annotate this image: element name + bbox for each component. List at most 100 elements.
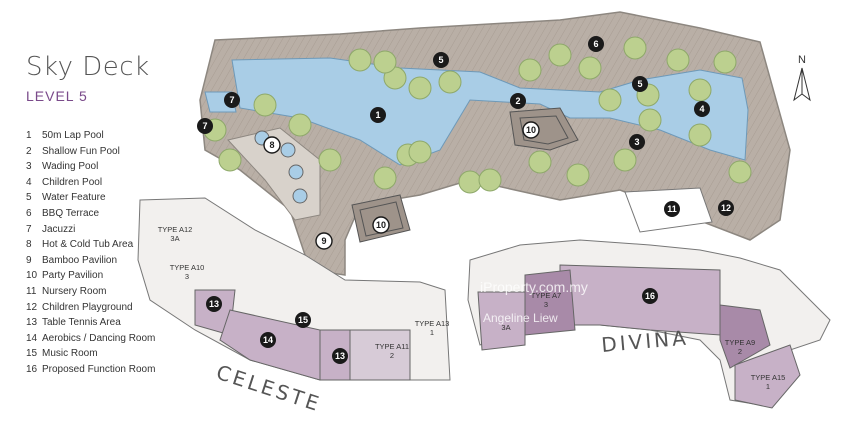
legend-item-label: Children Playground: [42, 301, 133, 313]
tree-icon: [288, 113, 312, 137]
tree-icon: [373, 166, 397, 190]
celeste-unit-a11: [349, 329, 411, 381]
facility-marker: 2: [510, 93, 526, 109]
legend-item-label: Proposed Function Room: [42, 363, 156, 375]
watermark-author: Angeline Liew: [483, 311, 558, 325]
legend-item-number: 9: [26, 254, 32, 266]
legend-item: 16 Proposed Function Room: [26, 362, 155, 378]
legend-item: 9 Bamboo Pavilion: [26, 253, 155, 269]
svg-text:13: 13: [209, 299, 219, 309]
legend-item-label: BBQ Terrace: [42, 207, 100, 219]
legend-item-number: 5: [26, 192, 32, 204]
lap-pool: [231, 57, 749, 166]
legend-item-label: Nursery Room: [42, 285, 107, 297]
legend-item: 6 BBQ Terrace: [26, 206, 155, 222]
legend-item-number: 14: [26, 332, 38, 344]
svg-text:1: 1: [375, 110, 380, 120]
divina-unit-3a: [477, 291, 526, 351]
unit-a10-label: TYPE A10: [170, 263, 205, 272]
facility-marker: 1: [370, 107, 386, 123]
unit-a15-label: TYPE A15: [751, 373, 786, 382]
facility-marker: 3: [629, 134, 645, 150]
svg-text:6: 6: [593, 39, 598, 49]
unit-a7-label: TYPE A7: [531, 291, 561, 300]
divina-unit-a15: [734, 344, 801, 409]
tree-icon: [253, 93, 277, 117]
unit-a11-number: 2: [390, 351, 394, 360]
compass: N: [793, 54, 811, 102]
legend-item-number: 4: [26, 176, 32, 188]
unit-a12-number: 3A: [170, 234, 179, 243]
legend-item-number: 6: [26, 207, 32, 219]
svg-text:12: 12: [721, 203, 731, 213]
unit-a13-label: TYPE A13: [415, 319, 450, 328]
legend-item: 10 Party Pavilion: [26, 268, 155, 284]
legend-item-label: Bamboo Pavilion: [42, 254, 118, 266]
legend-header: Sky Deck LEVEL 5: [26, 52, 150, 104]
tree-icon: [728, 160, 752, 184]
facility-marker: 11: [664, 201, 680, 217]
svg-text:16: 16: [645, 291, 655, 301]
facility-marker: 12: [718, 200, 734, 216]
facility-marker: 4: [694, 101, 710, 117]
unit-a7-number: 3: [544, 300, 548, 309]
legend-item-label: Party Pavilion: [42, 270, 104, 282]
unit-a11-label: TYPE A11: [375, 342, 409, 351]
map-title: Sky Deck: [26, 52, 150, 82]
facility-marker: 15: [295, 312, 311, 328]
tree-icon: [598, 88, 622, 112]
divina-unit-a9: [719, 304, 771, 369]
hot-cold-tubs: [254, 130, 308, 204]
tree-icon: [548, 43, 572, 67]
svg-text:13: 13: [335, 351, 345, 361]
facility-marker: 10: [372, 216, 390, 234]
tree-icon: [666, 48, 690, 72]
facility-marker: 9: [315, 232, 333, 250]
party-pavilion-top: [509, 107, 579, 151]
tower-name-divina: DIVINA: [600, 325, 689, 357]
tree-icon: [373, 50, 397, 74]
legend-item-number: 8: [26, 239, 32, 251]
facility-marker: 5: [632, 76, 648, 92]
north-arrow-icon: [793, 67, 811, 102]
tree-icon: [318, 148, 342, 172]
legend-item-label: Jacuzzi: [42, 223, 76, 235]
legend-item-number: 1: [26, 130, 32, 141]
trees: [203, 36, 752, 194]
legend-item-number: 16: [26, 363, 38, 375]
legend-item-number: 10: [26, 270, 38, 282]
tree-icon: [623, 36, 647, 60]
legend-item: 13 Table Tennis Area: [26, 315, 155, 331]
facility-marker: 13: [332, 348, 348, 364]
watermark-site: iProperty.com.my: [480, 279, 588, 295]
unit-a13-number: 1: [430, 328, 434, 337]
unit-a10-number: 3: [185, 272, 189, 281]
legend-item-label: Shallow Fun Pool: [42, 145, 120, 157]
tree-icon: [688, 123, 712, 147]
svg-text:5: 5: [637, 79, 642, 89]
tree-icon: [408, 76, 432, 100]
legend-item-label: Music Room: [42, 348, 98, 360]
legend-item-number: 15: [26, 348, 38, 360]
compass-north-label: N: [798, 54, 806, 66]
tree-icon: [438, 70, 462, 94]
legend-item-number: 7: [26, 223, 32, 235]
legend-item-label: Table Tennis Area: [42, 317, 121, 329]
facility-marker: 7: [197, 118, 213, 134]
tree-icon: [478, 168, 502, 192]
tree-icon: [638, 108, 662, 132]
legend-item-number: 13: [26, 317, 38, 329]
legend-item-number: 3: [26, 161, 32, 173]
svg-text:3: 3: [634, 137, 639, 147]
legend-item: 7 Jacuzzi: [26, 222, 155, 238]
legend-item-number: 2: [26, 145, 32, 157]
tree-icon: [218, 148, 242, 172]
